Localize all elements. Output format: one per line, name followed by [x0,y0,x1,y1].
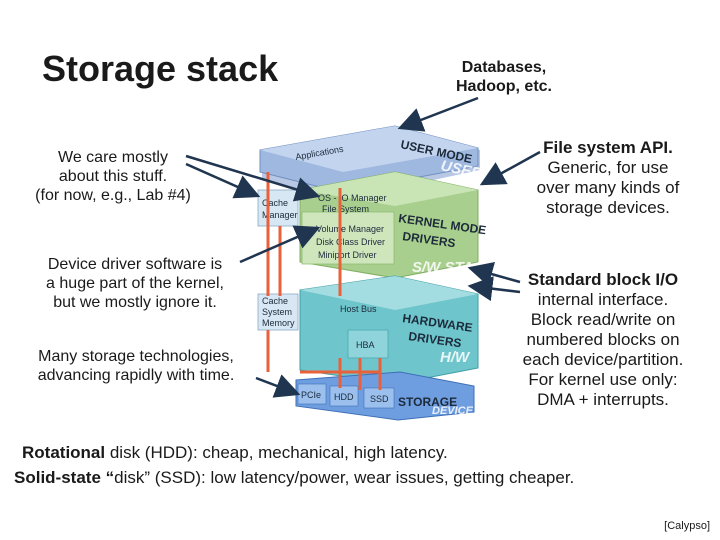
note-line: Many storage technologies, [38,348,234,365]
host-bus-label: Host Bus [340,304,377,314]
note-line: Device driver software is [47,256,223,273]
note-block-io: Standard block I/O internal interface. B… [498,270,708,410]
note-line: Hadoop, etc. [455,78,552,95]
note-care-about: We care mostly about this stuff. (for no… [6,148,220,205]
ssd-term: Solid-state “ [14,468,115,487]
note-line: internal interface. [537,290,669,309]
credit: [Calypso] [664,520,710,532]
note-line: advancing rapidly with time. [37,367,235,384]
note-line: a huge part of the kernel, [46,275,224,292]
ssd-label: SSD [370,394,389,404]
note-line: We care mostly [58,149,168,166]
note-line: (for now, e.g., Lab #4) [35,187,191,204]
hba-box [347,329,389,359]
arrow-care-to-cache [185,162,261,199]
device-label: DEVICE [432,405,474,417]
note-line: storage devices. [546,198,670,217]
note-line: For kernel use only: [528,370,678,389]
arrow-databases-to-user [397,96,479,132]
sw-stack-label: S/W STACK [412,259,496,276]
note-line: Block read/write on [530,310,676,329]
page-title: Storage stack [42,48,279,89]
note-line: Generic, for use [547,158,669,177]
note-line: over many kinds of [536,178,680,197]
callout-arrows [185,96,541,398]
disk-class-label: Disk Class Driver [316,237,385,247]
system-label: System [262,307,292,317]
miniport-label: Miniport Driver [318,250,377,260]
data-flow-arrows [266,172,382,390]
arrow-fsapi-to-kernel [479,150,541,186]
note-line: each device/partition. [522,350,684,369]
storage-label: STORAGE [398,395,457,409]
os-io-label: OS - IO Manager [318,193,387,203]
cache-manager-box: Cache Manager [257,189,299,227]
note-device-driver: Device driver software is a huge part of… [10,255,260,312]
hdd-box [329,385,359,407]
ssd-text: disk” (SSD): low latency/power, wear iss… [114,468,575,487]
file-system-label: File System [322,204,369,214]
arrow-tech-to-storage [255,374,301,398]
hdd-term: Rotational [22,443,106,462]
kernel-mode-layer: OS - IO Manager File System Volume Manag… [299,171,496,279]
cache-label: Cache [262,198,288,208]
hardware-layer: Host Bus HBA HARDWARE DRIVERS H/W [299,275,479,385]
note-line: Databases, [461,59,547,76]
volume-manager-label: Volume Manager [316,224,384,234]
arrow-block-to-kernel [467,262,521,287]
memory-label: Memory [262,318,295,328]
hdd-description: Rotational disk (HDD): cheap, mechanical… [22,442,448,464]
ssd-description: Solid-state “disk” (SSD): low latency/po… [14,467,574,489]
manager-label: Manager [262,210,298,220]
cache-system-memory-box: Cache System Memory [257,293,299,331]
hw-label: H/W [440,349,471,366]
arrow-block-to-hardware [467,276,521,302]
note-line: numbered blocks on [526,330,680,349]
note-line: DMA + interrupts. [537,390,669,409]
note-heading: File system API. [543,138,673,157]
arrow-driver-to-volume [239,225,321,264]
pcie-label: PCIe [301,390,321,400]
note-file-system-api: File system API. Generic, for use over m… [508,138,708,218]
cache2-label: Cache [262,296,288,306]
note-line: about this stuff. [58,168,168,185]
hba-label: HBA [356,340,375,350]
note-heading: Standard block I/O [527,270,679,289]
note-line: but we mostly ignore it. [53,294,217,311]
storage-device-layer: PCIe HDD SSD STORAGE DEVICE [295,371,475,421]
user-mode-layer: Applications USER MODE USER [259,125,484,193]
note-technologies: Many storage technologies, advancing rap… [6,347,266,385]
hdd-text: disk (HDD): cheap, mechanical, high late… [105,443,448,462]
note-databases: Databases, Hadoop, etc. [430,58,578,96]
hdd-label: HDD [334,392,354,402]
